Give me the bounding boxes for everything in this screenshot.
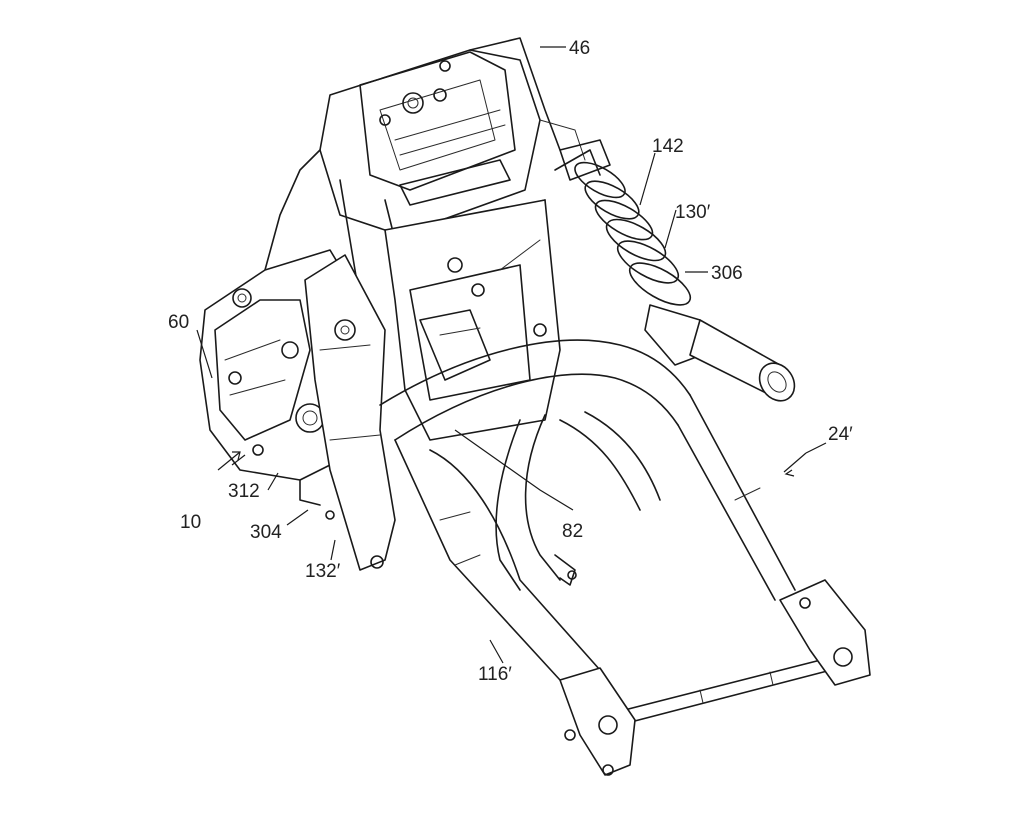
transmission-housing [384,199,561,441]
label-142: 142 [652,136,684,157]
cylinder-head [319,49,541,236]
label-132-prime: 132′ [305,561,341,582]
arrow-10 [217,451,241,471]
label-24-prime: 24′ [828,424,853,445]
rear-shock-absorber [559,139,796,402]
arrow-10-head [232,451,241,461]
label-130-prime: 130′ [675,202,711,223]
label-304: 304 [250,522,282,543]
reference-numerals: 46 142 130′ 306 60 24′ 312 10 304 82 132… [168,38,853,685]
frame-plate [304,254,396,571]
label-312: 312 [228,481,260,502]
label-82: 82 [562,521,583,542]
label-116-prime: 116′ [478,664,512,685]
label-10: 10 [180,512,201,533]
arrow-24-head [784,469,795,477]
leader-lines [196,46,827,664]
swingarm [379,339,871,776]
label-60: 60 [168,312,189,333]
sensor-bracket [554,554,577,586]
label-46: 46 [569,38,590,59]
label-306: 306 [711,263,743,284]
